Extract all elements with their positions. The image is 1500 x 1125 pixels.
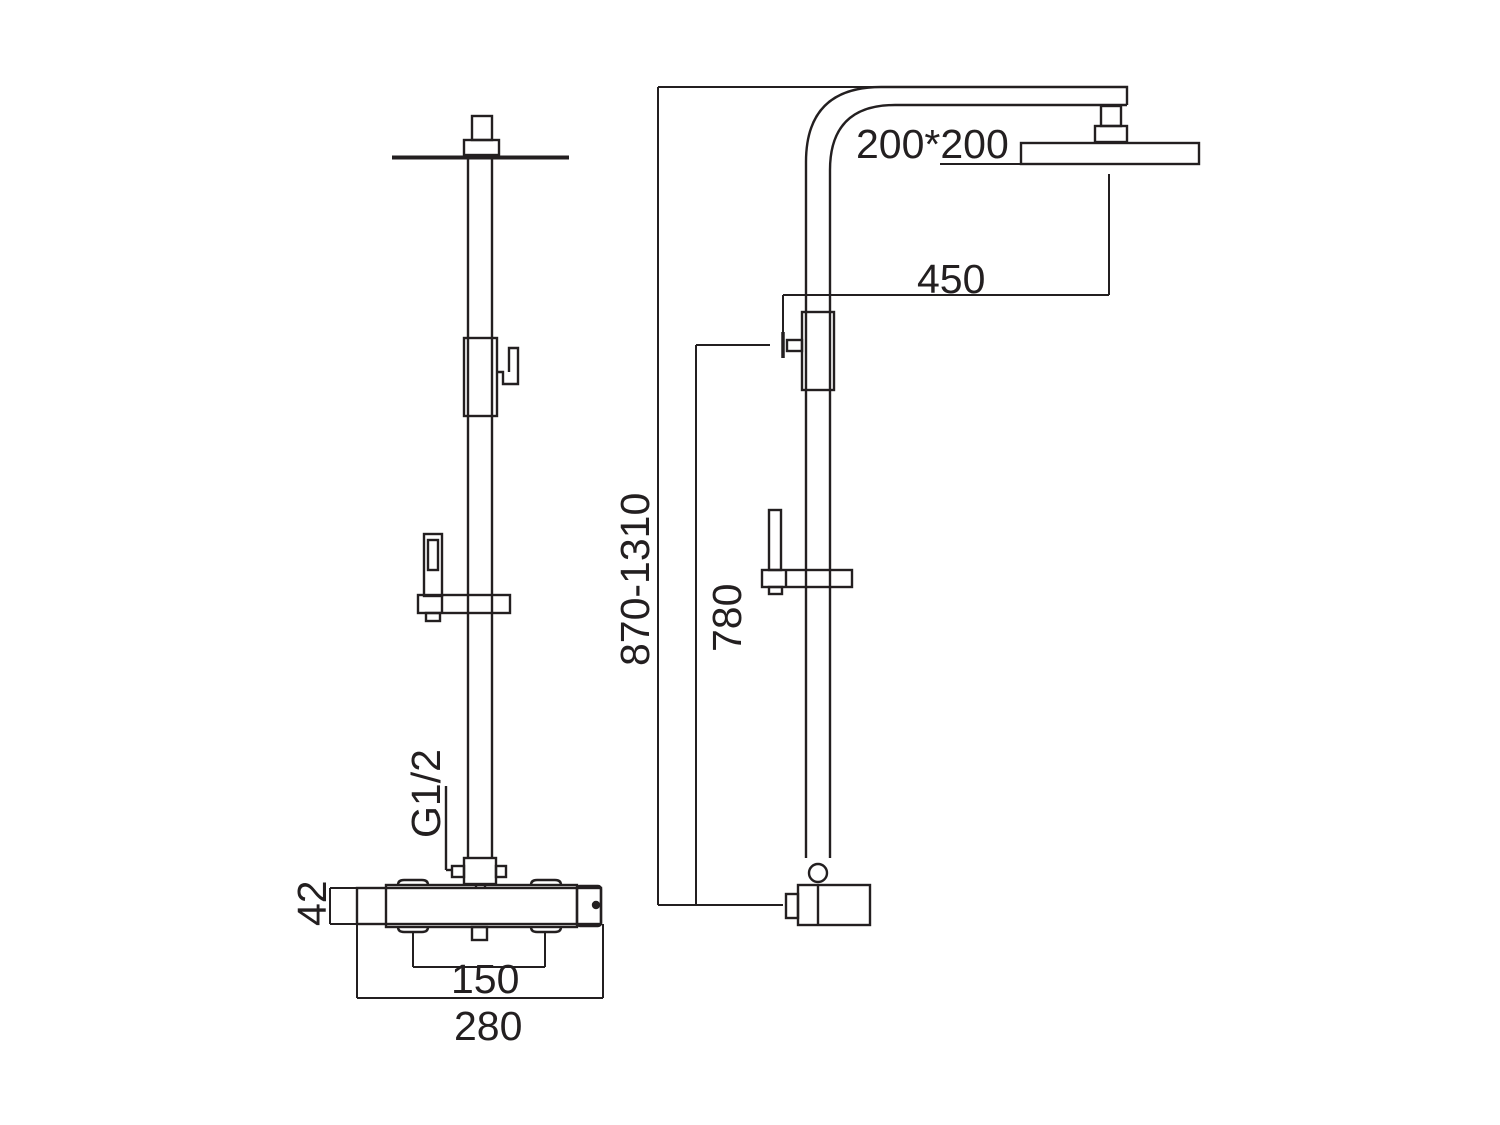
side-riser-inner-curve — [828, 103, 1127, 858]
front-hand-shower-stem — [424, 611, 442, 623]
side-valve-nut — [784, 892, 800, 920]
front-valve-body — [355, 886, 603, 926]
side-shower-head — [1019, 141, 1201, 166]
front-diverter-lever — [497, 346, 520, 386]
front-label-g12: G1/2 — [403, 749, 449, 838]
front-diverter-block — [462, 336, 499, 418]
front-coupler-nut-right — [494, 864, 508, 879]
side-label-450: 450 — [917, 256, 985, 302]
front-hand-shower-face — [426, 538, 440, 572]
front-hand-shower-body — [422, 532, 444, 598]
side-bottom-joint — [807, 862, 829, 884]
side-valve-body — [796, 883, 872, 927]
side-hand-shower — [767, 508, 783, 572]
front-bottom-coupler — [462, 856, 498, 886]
side-hand-shower-stem — [767, 585, 784, 596]
front-valve-cap-top-right — [529, 878, 563, 886]
front-valve-indicator-dot — [591, 900, 601, 910]
side-label-overall-height: 870-1310 — [612, 493, 658, 666]
front-valve-outlet — [470, 925, 489, 942]
front-view: G1/2 42 150 280 — [289, 114, 604, 1049]
side-view: 200*200 450 780 870-1310 — [612, 85, 1201, 927]
side-label-780: 780 — [704, 584, 750, 652]
front-coupler-nut-left — [450, 864, 466, 879]
side-diverter-knob — [785, 338, 804, 353]
front-head-connector-base — [462, 138, 501, 157]
side-riser-outer-curve — [804, 85, 1129, 858]
front-valve-center-housing — [384, 883, 579, 929]
front-valve-cap-top-left — [396, 878, 430, 886]
front-label-280: 280 — [454, 1003, 522, 1049]
front-head-connector-top — [470, 114, 494, 142]
side-label-head-size: 200*200 — [856, 121, 1009, 167]
front-label-42: 42 — [289, 880, 335, 926]
side-head-connector-top — [1099, 104, 1123, 128]
front-label-150: 150 — [451, 956, 519, 1002]
side-slider-bracket — [760, 568, 854, 589]
front-slider-bracket — [416, 593, 512, 615]
side-head-connector-base — [1093, 124, 1129, 144]
front-valve-right-handle — [575, 884, 603, 928]
